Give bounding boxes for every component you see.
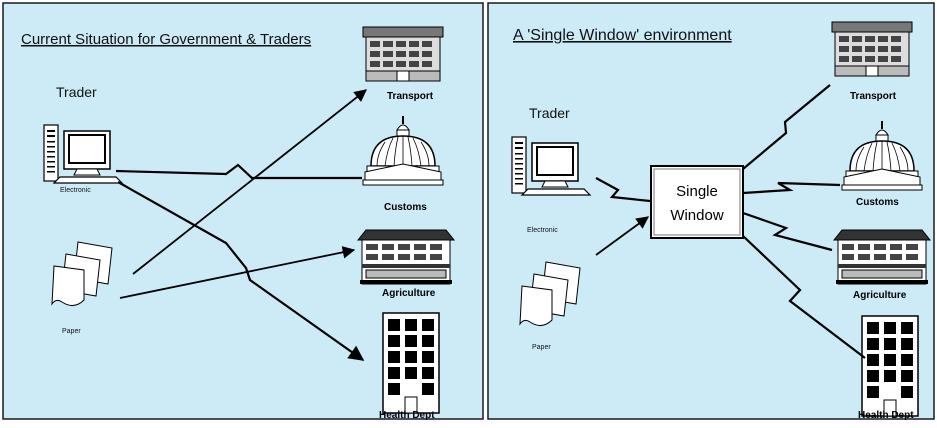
left-panel-title: Current Situation for Government & Trade… [21,31,311,48]
right-trader-label: Trader [529,105,570,121]
right-paper-label: Paper [532,344,551,351]
left-agriculture-label: Agriculture [382,288,436,299]
right-link-transport [742,84,831,170]
right-panel-title: A 'Single Window' environment [513,27,732,44]
left-paper-label: Paper [62,328,81,335]
single-window-box [650,165,744,239]
right-transport-building-icon [831,21,913,77]
right-link-agriculture [742,211,833,252]
right-link-electronic [595,177,651,203]
right-transport-label: Transport [850,91,897,102]
right-agriculture-building-icon [833,229,931,285]
left-link-transport [132,89,367,275]
single-window-label-line1: Single [676,183,718,200]
right-agriculture-label: Agriculture [853,290,907,301]
right-electronic-label: Electronic [527,227,558,234]
left-link-customs [115,163,362,180]
right-connections [595,84,866,359]
right-customs-label: Customs [856,197,899,208]
left-transport-label: Transport [387,91,434,102]
left-link-health [117,181,365,361]
left-electronic-label: Electronic [60,187,91,194]
right-health-label: Health Dept [858,410,914,421]
left-connections [115,89,367,361]
left-trader-label: Trader [56,84,97,100]
left-agriculture-building-icon [357,229,455,285]
left-transport-building-icon [362,26,444,82]
left-customs-label: Customs [384,202,427,213]
single-window-label-line2: Window [670,207,724,224]
left-health-label: Health Dept [379,410,435,421]
left-health-building-icon [382,312,440,414]
left-link-agriculture [119,246,356,299]
right-link-customs [742,181,841,195]
right-health-building-icon [861,315,919,417]
right-link-health [742,235,866,359]
right-link-paper [595,216,650,256]
